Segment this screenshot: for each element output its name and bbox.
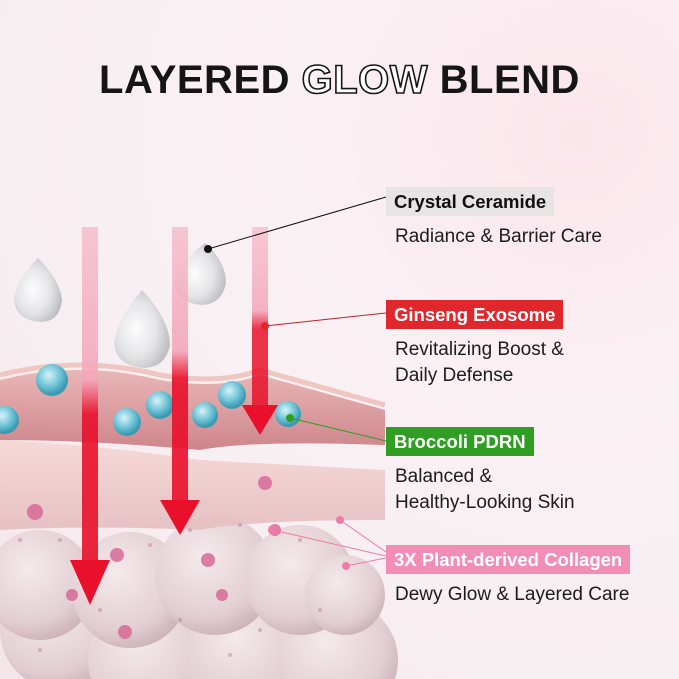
ingredient-plant-collagen: 3X Plant-derived Collagen Dewy Glow & La… [386,545,631,608]
description-line: Revitalizing Boost & [395,339,564,360]
title-part2: BLEND [428,58,580,102]
description-line: Radiance & Barrier Care [395,226,602,247]
cell-layer [0,515,398,679]
ingredient-badge: Broccoli PDRN [386,427,534,456]
ingredient-description: Revitalizing Boost & Daily Defense [386,337,564,389]
description-line: Daily Defense [395,365,514,386]
ingredient-description: Dewy Glow & Layered Care [386,582,630,608]
ingredient-description: Balanced & Healthy-Looking Skin [386,464,575,516]
ingredient-broccoli-pdrn: Broccoli PDRN Balanced & Healthy-Looking… [386,427,575,516]
ingredient-ginseng-exosome: Ginseng Exosome Revitalizing Boost & Dai… [386,300,564,389]
ingredient-badge: Ginseng Exosome [386,300,564,329]
ingredient-description: Radiance & Barrier Care [386,224,602,250]
description-line: Healthy-Looking Skin [395,492,575,513]
page-title: LAYERED GLOW BLEND [0,57,679,103]
description-line: Dewy Glow & Layered Care [395,584,630,605]
description-line: Balanced & [395,466,493,487]
title-part1: LAYERED [99,58,302,102]
ingredient-badge: Crystal Ceramide [386,187,555,216]
ingredient-crystal-ceramide: Crystal Ceramide Radiance & Barrier Care [386,187,602,250]
ingredient-badge: 3X Plant-derived Collagen [386,545,631,574]
title-highlight: GLOW [301,57,429,103]
penetration-arrows [70,227,278,605]
